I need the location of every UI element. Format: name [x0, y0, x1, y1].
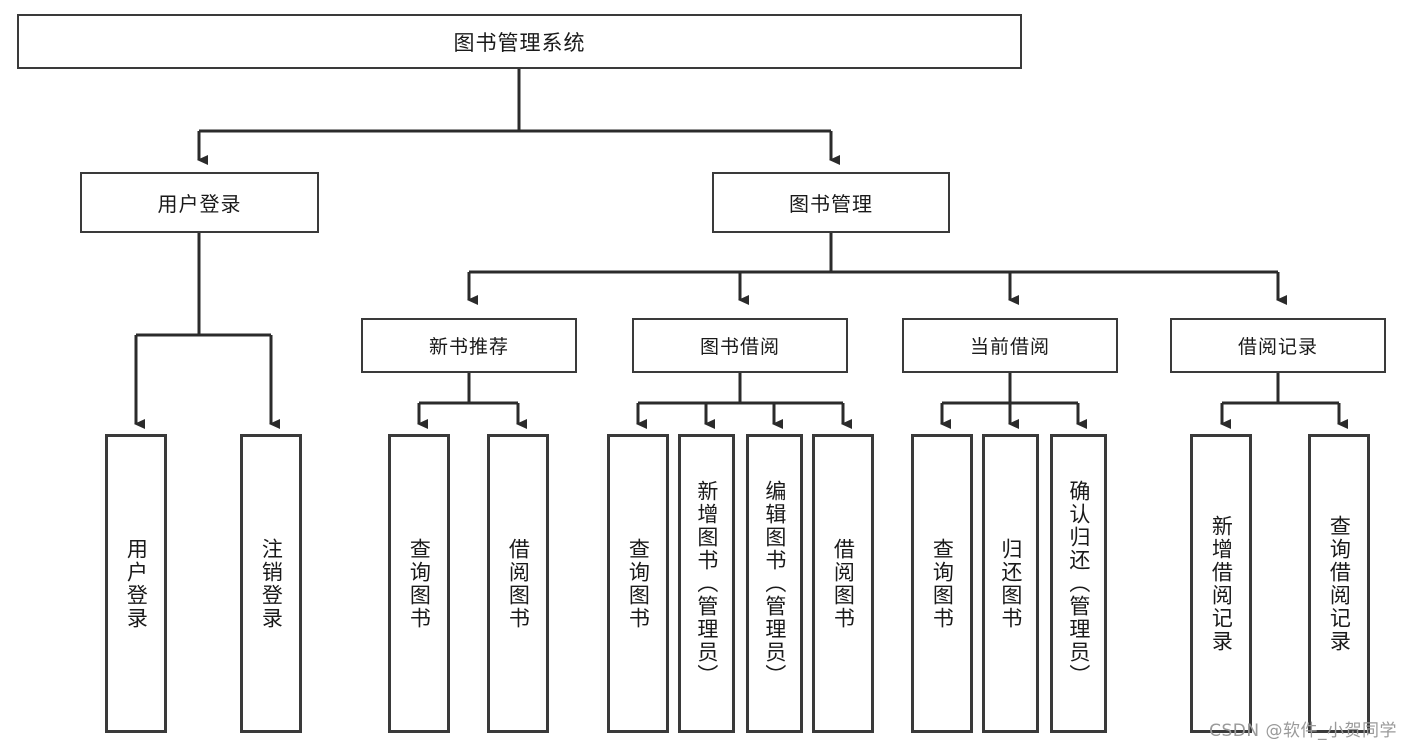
leaf-borrow-book-borrow[interactable]: 借阅图书 — [812, 434, 874, 733]
node-book-management[interactable]: 图书管理 — [712, 172, 950, 233]
leaf-confirm-return[interactable]: 确认归还（管理员） — [1050, 434, 1107, 733]
node-label: 确认归还（管理员） — [1066, 480, 1091, 687]
node-label: 借阅图书 — [506, 537, 531, 630]
node-root-system[interactable]: 图书管理系统 — [17, 14, 1022, 69]
node-label: 查询图书 — [930, 537, 955, 630]
node-label: 新书推荐 — [428, 336, 509, 358]
leaf-add-borrow-record[interactable]: 新增借阅记录 — [1190, 434, 1252, 733]
leaf-query-book-recommend[interactable]: 查询图书 — [388, 434, 450, 733]
leaf-query-book-current[interactable]: 查询图书 — [911, 434, 973, 733]
leaf-user-login[interactable]: 用户登录 — [105, 434, 167, 733]
leaf-query-book-borrow[interactable]: 查询图书 — [607, 434, 669, 733]
leaf-edit-book[interactable]: 编辑图书（管理员） — [746, 434, 803, 733]
node-label: 当前借阅 — [969, 336, 1050, 358]
node-label: 查询图书 — [407, 537, 432, 630]
node-label: 新增借阅记录 — [1209, 514, 1234, 653]
node-label: 图书管理 — [789, 192, 873, 216]
leaf-return-book[interactable]: 归还图书 — [982, 434, 1039, 733]
watermark-text: CSDN @软件_小贺同学 — [1209, 721, 1397, 741]
node-label: 注销登录 — [259, 537, 284, 630]
node-label: 借阅图书 — [831, 537, 856, 630]
node-label: 借阅记录 — [1237, 336, 1318, 358]
node-label: 图书管理系统 — [453, 30, 586, 55]
leaf-logout-login[interactable]: 注销登录 — [240, 434, 302, 733]
node-label: 查询借阅记录 — [1327, 514, 1352, 653]
node-label: 用户登录 — [157, 192, 242, 216]
node-label: 用户登录 — [124, 537, 149, 630]
leaf-query-borrow-record[interactable]: 查询借阅记录 — [1308, 434, 1370, 733]
node-label: 查询图书 — [626, 537, 651, 630]
node-borrow-record[interactable]: 借阅记录 — [1170, 318, 1386, 373]
node-current-borrow[interactable]: 当前借阅 — [902, 318, 1118, 373]
node-label: 图书借阅 — [699, 336, 780, 358]
node-label: 归还图书 — [998, 537, 1023, 630]
node-book-borrow[interactable]: 图书借阅 — [632, 318, 848, 373]
leaf-add-book[interactable]: 新增图书（管理员） — [678, 434, 735, 733]
node-user-login[interactable]: 用户登录 — [80, 172, 319, 233]
node-label: 新增图书（管理员） — [694, 480, 719, 687]
node-new-book-recommend[interactable]: 新书推荐 — [361, 318, 577, 373]
leaf-borrow-book-recommend[interactable]: 借阅图书 — [487, 434, 549, 733]
node-label: 编辑图书（管理员） — [762, 480, 787, 687]
